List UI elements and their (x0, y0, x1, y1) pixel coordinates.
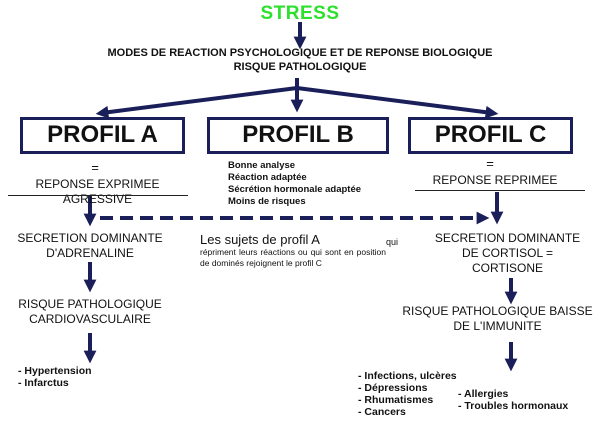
profil-c-diseases-right: Allergies Troubles hormonaux (458, 388, 598, 412)
profil-c-equals: = (486, 156, 494, 171)
profil-c-box: PROFIL C (408, 117, 573, 154)
profil-c-secretion-line-3: CORTISONE (471, 261, 544, 275)
profil-a-secretion-line-2: D'ADRENALINE (46, 246, 134, 260)
note-large-line: Les sujets de profil A qui (200, 232, 398, 247)
profil-c-risk: RISQUE PATHOLOGIQUE BAISSE DE L'IMMUNITE (395, 304, 600, 334)
profil-b-trait: Réaction adaptée (228, 172, 307, 183)
profil-a-secretion-line-1: SECRETION DOMINANTE (17, 231, 163, 245)
profil-a-note: Les sujets de profil A qui répriment leu… (200, 232, 398, 269)
list-item: Troubles hormonaux (458, 400, 598, 412)
profil-c-risk-line-1: RISQUE PATHOLOGIQUE BAISSE (402, 304, 593, 318)
list-item: Rhumatismes (358, 394, 488, 406)
profil-a-risk-line-2: CARDIOVASCULAIRE (29, 312, 151, 326)
profil-a-box: PROFIL A (20, 117, 185, 154)
list-item: Infarctus (18, 377, 168, 389)
note-large: Les sujets de profil A (200, 232, 320, 247)
arrow-to-profil-c (296, 86, 499, 119)
modes-line-1: MODES DE REACTION PSYCHOLOGIQUE ET DE RE… (107, 47, 493, 59)
modes-heading: MODES DE REACTION PSYCHOLOGIQUE ET DE RE… (60, 46, 540, 74)
profil-b-trait: Moins de risques (228, 196, 306, 207)
profil-a-response: REPONSE EXPRIMEE AGRESSIVE (35, 177, 160, 206)
note-large-tail: qui (385, 237, 398, 247)
profil-a-secretion: SECRETION DOMINANTE D'ADRENALINE (5, 231, 175, 261)
profil-b-trait: Sécrétion hormonale adaptée (228, 184, 362, 195)
profil-c-secretion: SECRETION DOMINANTE DE CORTISOL = CORTIS… (415, 231, 600, 276)
note-small: répriment leurs réactions ou qui sont en… (200, 247, 386, 268)
profil-c-response: REPONSE REPRIMEE (432, 173, 558, 187)
modes-line-2: RISQUE PATHOLOGIQUE (233, 61, 367, 73)
list-item: Allergies (458, 388, 598, 400)
profil-a-risk: RISQUE PATHOLOGIQUE CARDIOVASCULAIRE (5, 297, 175, 327)
list-item: Infections, ulcères (358, 370, 488, 382)
stress-title: STRESS (260, 3, 340, 24)
profil-c-risk-line-2: DE L'IMMUNITE (453, 319, 542, 333)
arrow-to-profil-a (95, 86, 298, 119)
profil-c-diseases-left: Infections, ulcères Dépressions Rhumatis… (358, 370, 488, 418)
profil-b-trait: Bonne analyse (228, 160, 296, 171)
profil-c-secretion-line-2: DE CORTISOL = (461, 246, 554, 260)
list-item: Cancers (358, 406, 488, 418)
profil-a-rule (8, 195, 188, 196)
profil-a-equals: = (91, 160, 99, 175)
profil-c-rule (415, 190, 585, 191)
profil-b-box: PROFIL B (207, 117, 389, 154)
profil-a-risk-line-1: RISQUE PATHOLOGIQUE (18, 297, 162, 311)
profil-c-secretion-line-1: SECRETION DOMINANTE (434, 231, 581, 245)
list-item: Dépressions (358, 382, 488, 394)
list-item: Hypertension (18, 365, 168, 377)
profil-b-traits: Bonne analyse Réaction adaptée Sécrétion… (228, 160, 398, 208)
profil-a-diseases: Hypertension Infarctus (18, 365, 168, 389)
